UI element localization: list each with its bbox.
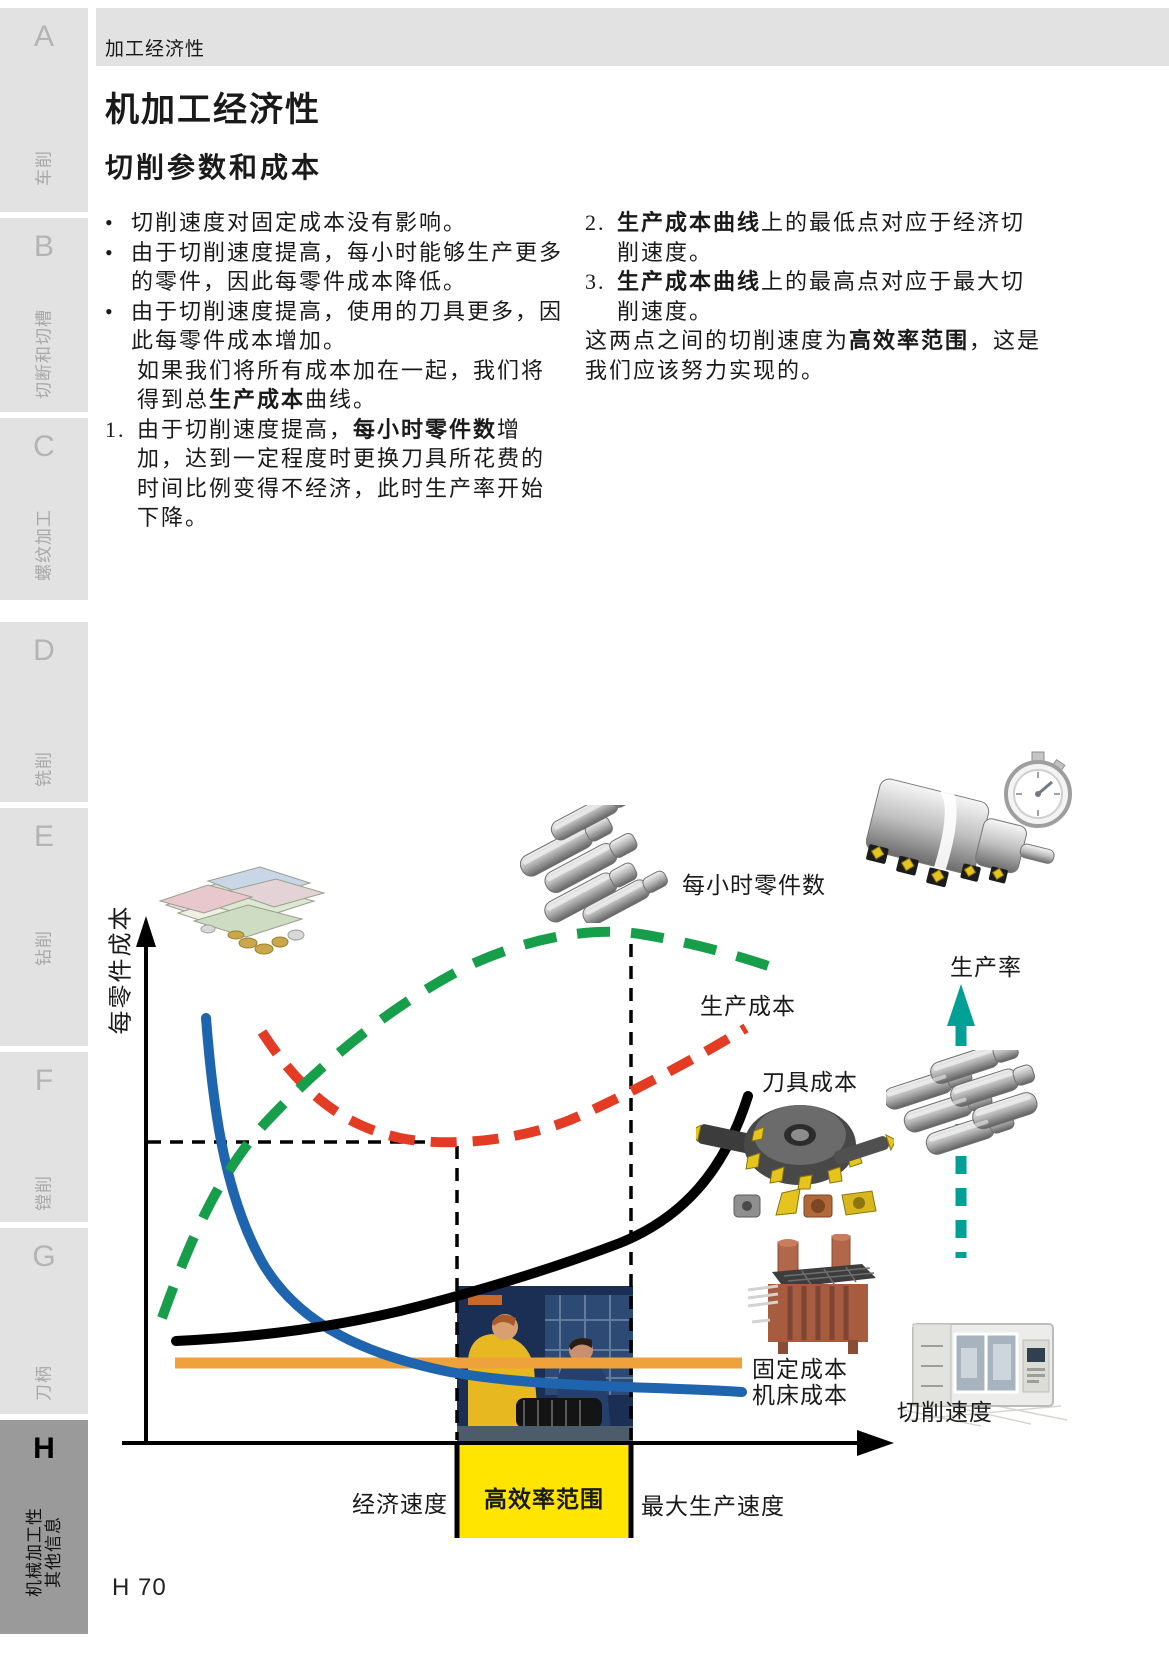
money-pile-image [158, 866, 326, 955]
bullet-marker: • [105, 298, 115, 324]
sidebar-letter: H [33, 1432, 55, 1465]
sidebar-letter: G [32, 1240, 56, 1273]
production-cost-label: 生产成本 [700, 993, 796, 1019]
item-number: 3. [585, 269, 606, 294]
sidebar-section-parting-grooving[interactable]: B 切断和切槽 [0, 218, 88, 412]
left-text-column: • 切削速度对固定成本没有影响。 • 由于切削速度提高，每小时能够生产更多的零件… [105, 208, 567, 533]
closing-paragraph: 这两点之间的切削速度为高效率范围，这是我们应该努力实现的。 [585, 328, 1042, 383]
y-axis-label: 每零件成本 [107, 904, 135, 1035]
axes [122, 916, 894, 1456]
numbered-text: 生产成本曲线上的最高点对应于最大切削速度。 [617, 269, 1026, 324]
x-axis-label: 切削速度 [897, 1399, 993, 1425]
bullet-text: 如果我们将所有成本加在一起，我们将得到总生产成本曲线。 [137, 357, 546, 413]
header-band: 加工经济性 [96, 8, 1169, 66]
copper-part-image [747, 1234, 876, 1354]
numbered-item: 2. 生产成本曲线上的最低点对应于经济切削速度。 [585, 208, 1047, 267]
efficiency-zone [454, 1443, 634, 1538]
sidebar-section-toolholding[interactable]: G 刀柄 [0, 1228, 88, 1414]
sidebar-section-machinability[interactable]: H 机械加工性其他信息 [0, 1420, 88, 1634]
bullet-text: 由于切削速度提高，使用的刀具更多，因此每零件成本增加。 [131, 298, 564, 354]
numbered-item: 3. 生产成本曲线上的最高点对应于最大切削速度。 [585, 267, 1047, 326]
cnc-machine-image [902, 1323, 1068, 1427]
bullet-item: • 由于切削速度提高，每小时能够生产更多的零件，因此每零件成本降低。 [105, 238, 567, 297]
item-number: 1. [105, 416, 126, 442]
machined-parts-image [886, 1050, 1038, 1155]
max-speed-label: 最大生产速度 [641, 1493, 785, 1519]
sidebar-letter: F [34, 1064, 54, 1097]
productivity-label: 生产率 [950, 954, 1022, 980]
sidebar-section-drilling[interactable]: E 钻削 [0, 808, 88, 1046]
page-title: 机加工经济性 [105, 91, 321, 129]
sidebar-section-boring[interactable]: F 镗削 [0, 1052, 88, 1222]
bullet-item: • 由于切削速度提高，使用的刀具更多，因此每零件成本增加。 [105, 297, 567, 356]
parts-per-hour-label: 每小时零件数 [682, 872, 826, 898]
production-cost-curve [257, 1023, 749, 1148]
sidebar-section-milling[interactable]: D 铣削 [0, 622, 88, 802]
numbered-text: 由于切削速度提高，每小时零件数增加，达到一定程度时更换刀具所花费的时间比例变得不… [137, 416, 546, 531]
guide-lines [148, 944, 633, 1440]
machine-cost-curve [201, 1013, 747, 1397]
tool-cost-curve [171, 1091, 753, 1346]
numbered-text: 生产成本曲线上的最低点对应于经济切削速度。 [617, 210, 1026, 265]
breadcrumb: 加工经济性 [105, 39, 206, 60]
bullet-text: 由于切削速度提高，每小时能够生产更多的零件，因此每零件成本降低。 [131, 239, 564, 295]
bullet-marker: • [105, 239, 115, 265]
inserts-row [733, 1188, 877, 1218]
bullet-continuation: 如果我们将所有成本加在一起，我们将得到总生产成本曲线。 [105, 356, 567, 415]
bullet-item: • 切削速度对固定成本没有影响。 [105, 208, 567, 238]
fixed-cost-label: 固定成本 [752, 1356, 848, 1382]
tool-cost-label: 刀具成本 [762, 1069, 858, 1095]
bullet-marker: • [105, 210, 115, 235]
item-number: 2. [585, 210, 606, 235]
section-subtitle: 切削参数和成本 [105, 152, 323, 183]
sidebar-letter: D [33, 634, 55, 667]
efficiency-range-label: 高效率范围 [484, 1486, 604, 1512]
milling-cutter-image [696, 1105, 894, 1218]
stopwatch-icon [1004, 751, 1072, 828]
sidebar-letter: E [33, 820, 54, 853]
sidebar-letter: C [33, 430, 55, 463]
sidebar-section-turning[interactable]: A 车削 [0, 8, 88, 212]
page-number: H 70 [112, 1574, 167, 1601]
sidebar-section-threading[interactable]: C 螺纹加工 [0, 418, 88, 600]
bullet-text: 切削速度对固定成本没有影响。 [131, 210, 468, 235]
parts-per-hour-curve [157, 926, 776, 1320]
sidebar-letter: A [33, 20, 54, 53]
turning-stopwatch-image [866, 751, 1072, 888]
numbered-item: 1. 由于切削速度提高，每小时零件数增加，达到一定程度时更换刀具所花费的时间比例… [105, 415, 567, 533]
economic-speed-label: 经济速度 [352, 1491, 448, 1517]
right-text-column: 2. 生产成本曲线上的最低点对应于经济切削速度。 3. 生产成本曲线上的最高点对… [585, 208, 1047, 385]
toolholders-image [520, 805, 668, 923]
machine-cost-label: 机床成本 [752, 1382, 848, 1408]
sidebar-letter: B [33, 230, 54, 263]
